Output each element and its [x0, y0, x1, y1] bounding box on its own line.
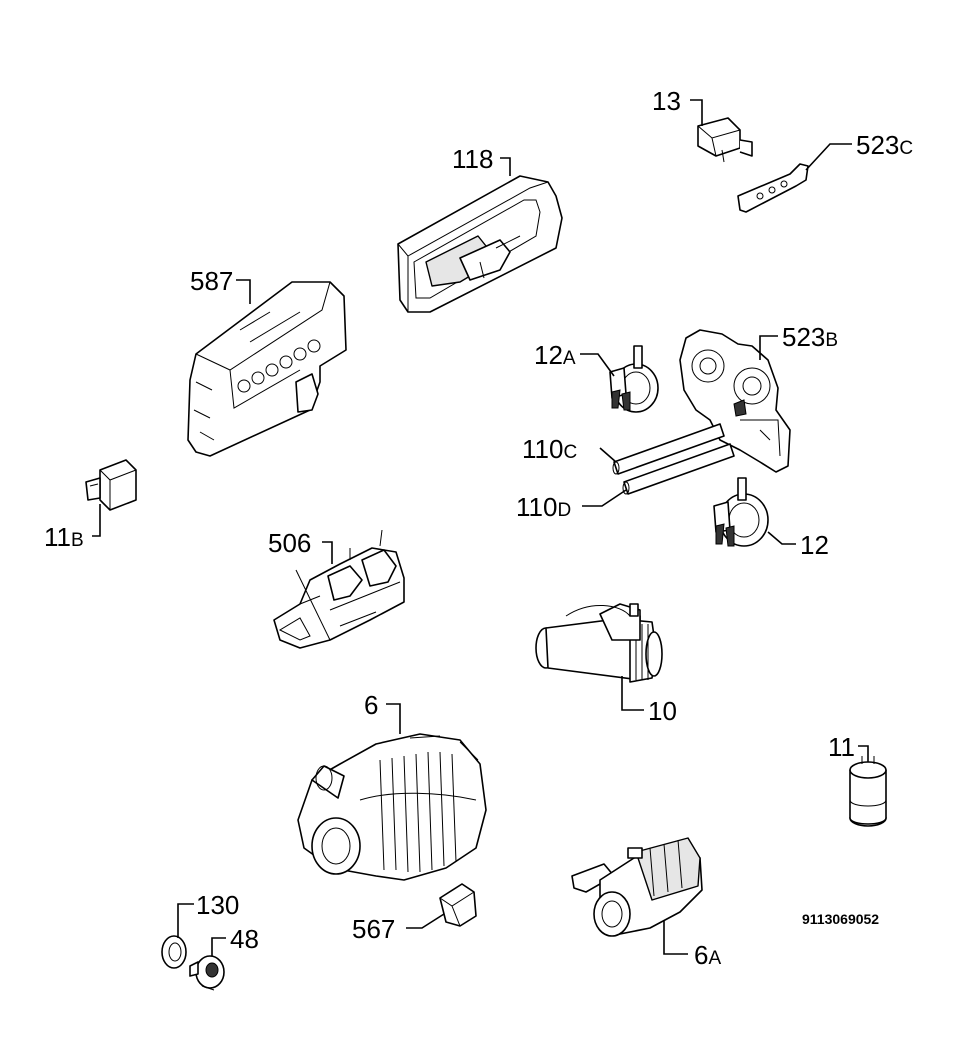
part-130-seal — [161, 935, 187, 969]
leader-11b — [92, 504, 101, 537]
part-110d-hose — [622, 443, 735, 495]
part-567-clip — [439, 883, 477, 927]
label-523c: 523C — [856, 130, 913, 160]
label-6a: 6A — [694, 940, 721, 970]
label-10: 10 — [648, 696, 677, 726]
leader-10 — [621, 676, 644, 711]
part-11-capacitor — [849, 756, 887, 827]
leader-567 — [406, 913, 445, 929]
leader-11 — [858, 745, 869, 762]
leader-48 — [211, 937, 226, 956]
label-506: 506 — [268, 528, 311, 558]
part-523c-bracket — [737, 163, 809, 213]
part-506-dispenser — [273, 529, 405, 649]
leader-523c — [805, 143, 852, 171]
leader-12a — [580, 353, 615, 377]
part-523b-sump-assembly — [679, 329, 791, 473]
part-118-control-module — [397, 175, 563, 313]
leader-6 — [386, 703, 401, 734]
label-11b: 11B — [44, 522, 84, 552]
label-130: 130 — [196, 890, 239, 920]
label-6: 6 — [364, 690, 378, 720]
leader-6a — [663, 920, 688, 955]
label-12: 12 — [800, 530, 829, 560]
label-110d: 110D — [516, 492, 571, 522]
leader-12 — [767, 531, 796, 545]
label-11: 11 — [828, 732, 855, 762]
leader-523b — [759, 335, 778, 360]
part-6-circulation-pump — [297, 733, 487, 881]
leader-506 — [322, 541, 333, 564]
label-13: 13 — [652, 86, 681, 116]
document-number: 9113069052 — [802, 911, 879, 927]
leader-118 — [500, 157, 511, 176]
part-12-pressure-switch — [713, 477, 769, 547]
label-587: 587 — [190, 266, 233, 296]
label-567: 567 — [352, 914, 395, 944]
label-110c: 110C — [522, 434, 577, 464]
label-48: 48 — [230, 924, 259, 954]
part-13-switch — [697, 117, 753, 163]
label-118: 118 — [452, 144, 493, 174]
part-587-electronic-board — [187, 281, 347, 457]
leader-130 — [177, 903, 194, 938]
part-10-heater — [535, 603, 663, 683]
part-48-plug — [189, 955, 225, 991]
label-523b: 523B — [782, 322, 838, 352]
leader-13 — [690, 99, 703, 126]
leader-110d — [582, 489, 627, 507]
part-11b-relay — [85, 459, 137, 511]
leader-110c — [599, 447, 617, 463]
part-6a-drain-pump — [571, 837, 703, 937]
part-12a-pressure-switch — [609, 345, 659, 413]
label-12a: 12A — [534, 340, 576, 370]
leader-587 — [236, 279, 251, 304]
